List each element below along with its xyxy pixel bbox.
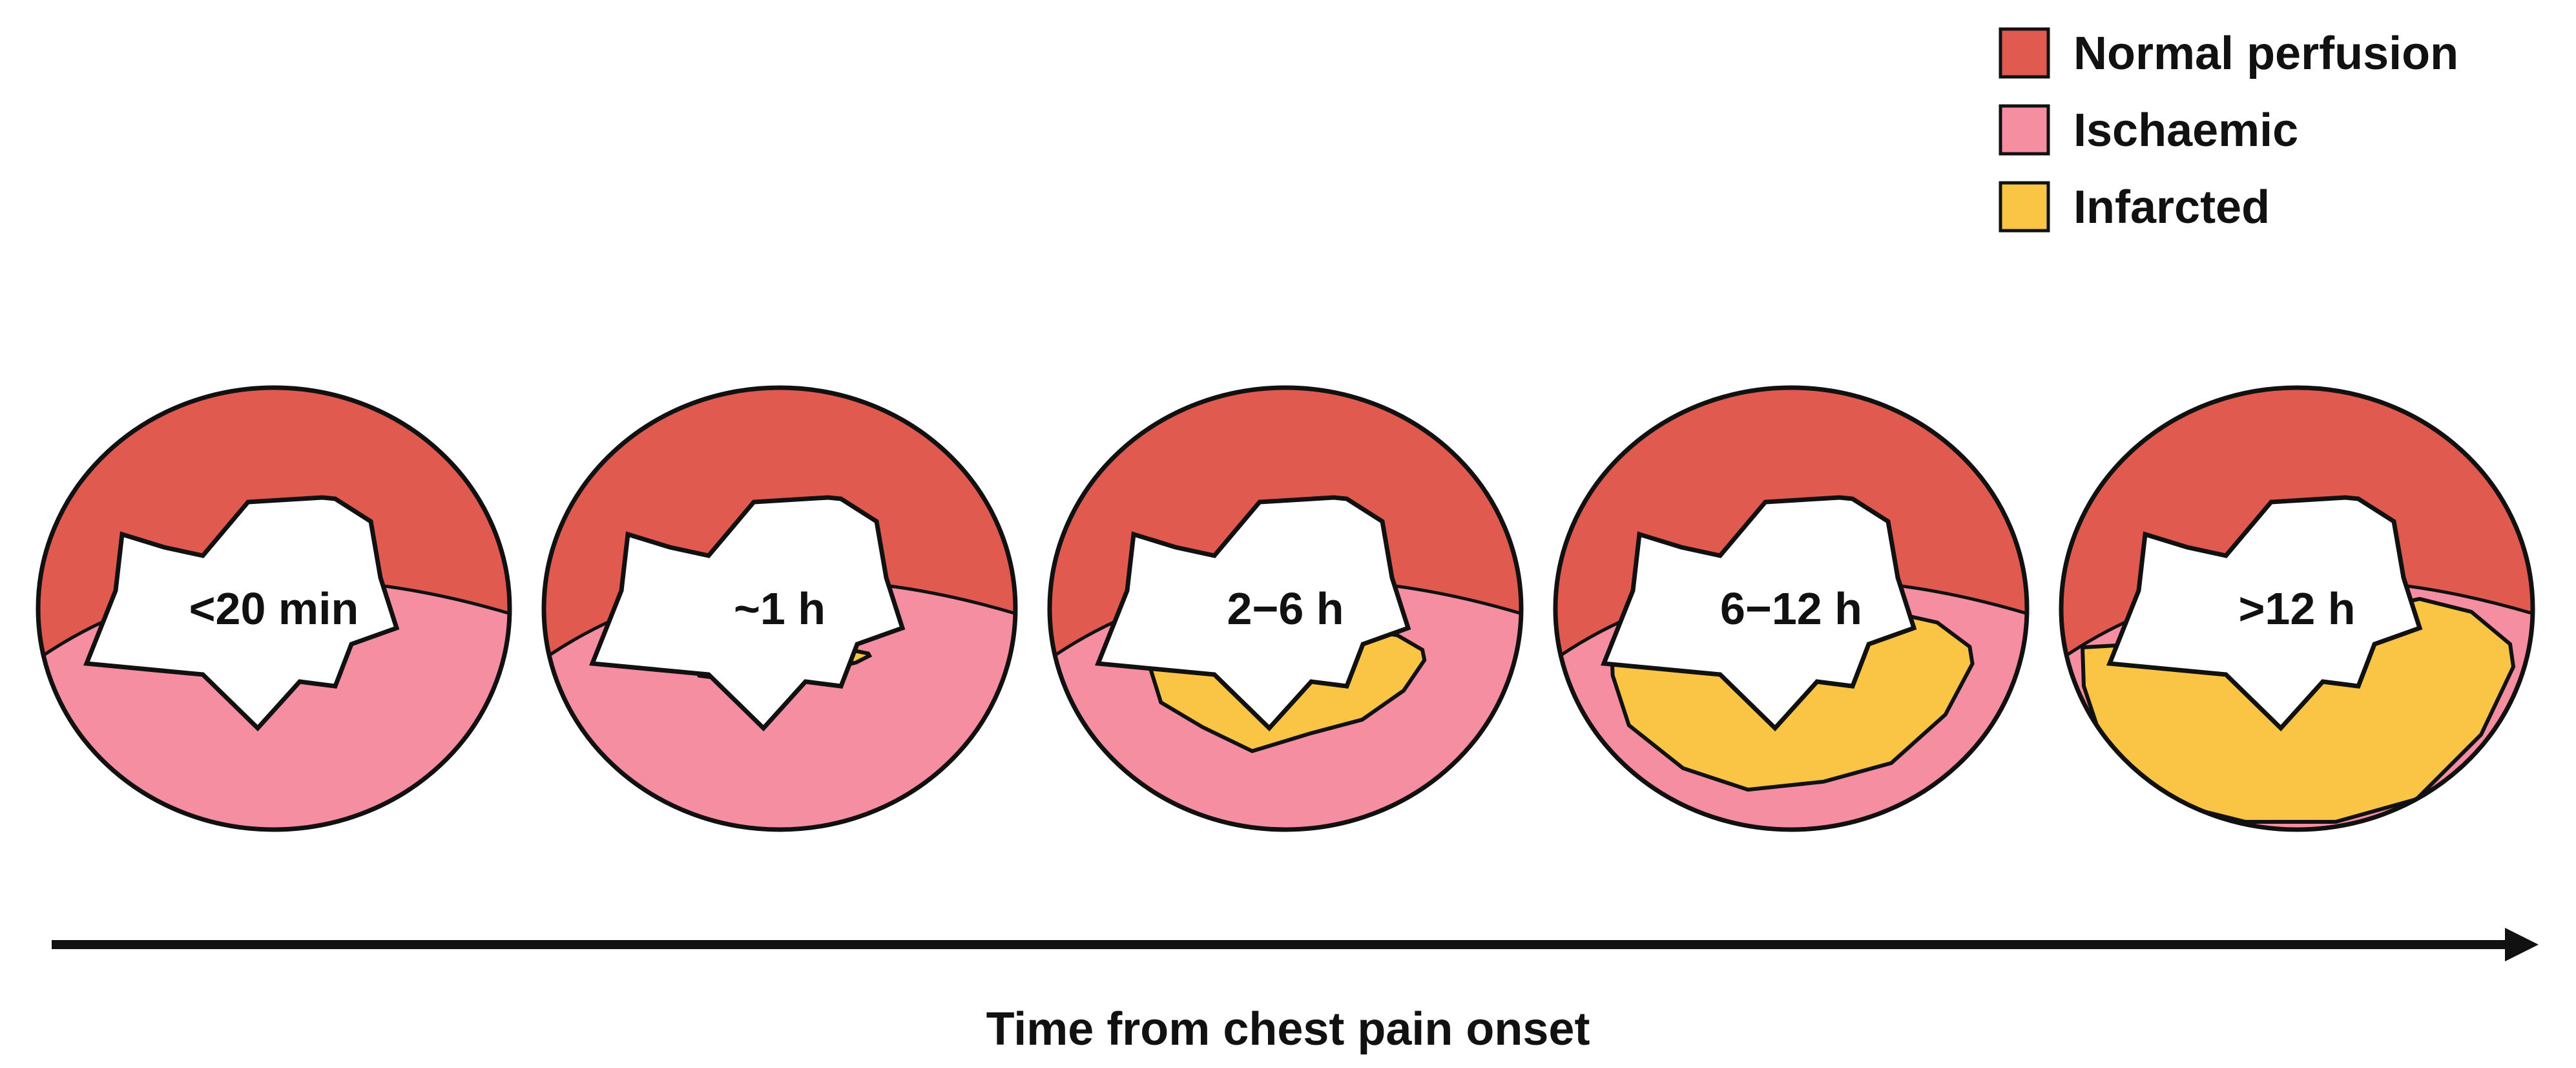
stage-label: >12 h xyxy=(2239,583,2356,634)
time-axis: Time from chest pain onset xyxy=(52,928,2539,1055)
heart-outline xyxy=(2059,385,2535,832)
stage-label: ~1 h xyxy=(734,583,826,634)
heart-outline xyxy=(1553,385,2030,832)
legend: Normal perfusion Ischaemic Infarcted xyxy=(1999,27,2458,233)
ventricle-cavity xyxy=(1095,495,1411,732)
ventricle-cavity xyxy=(1601,495,1917,732)
heart-section-stage-3: 2−6 h xyxy=(1047,385,1524,832)
legend-item-ischaemic: Ischaemic xyxy=(1999,104,2298,156)
stage-label: 2−6 h xyxy=(1227,583,1344,634)
heart-outline xyxy=(1047,385,1524,832)
stage-label: <20 min xyxy=(189,583,359,634)
heart-section-stage-5: >12 h xyxy=(2059,385,2535,832)
legend-swatch-infarcted xyxy=(1999,181,2050,233)
legend-label-normal-perfusion: Normal perfusion xyxy=(2073,28,2458,79)
heart-section-stage-4: 6−12 h xyxy=(1553,385,2030,832)
ventricle-cavity xyxy=(589,495,906,732)
legend-swatch-normal-perfusion xyxy=(1999,27,2050,79)
legend-label-ischaemic: Ischaemic xyxy=(2073,105,2298,156)
heart-section-stage-2: ~1 h xyxy=(541,385,1018,832)
legend-swatch-ischaemic xyxy=(1999,104,2050,156)
stage-label: 6−12 h xyxy=(1720,583,1862,634)
heart-section-stage-1: <20 min xyxy=(36,385,512,832)
legend-label-infarcted: Infarcted xyxy=(2073,182,2270,233)
legend-item-infarcted: Infarcted xyxy=(1999,181,2270,233)
time-axis-arrowhead xyxy=(2505,928,2539,961)
legend-item-normal-perfusion: Normal perfusion xyxy=(1999,27,2458,79)
heart-outline xyxy=(541,385,1018,832)
ventricle-cavity xyxy=(83,495,400,732)
ventricle-cavity xyxy=(2106,495,2423,732)
heart-outline xyxy=(36,385,512,832)
axis-label: Time from chest pain onset xyxy=(986,1003,1590,1055)
heart-stages: <20 min ~1 h 2−6 h 6−12 h >12 h xyxy=(36,385,2535,832)
